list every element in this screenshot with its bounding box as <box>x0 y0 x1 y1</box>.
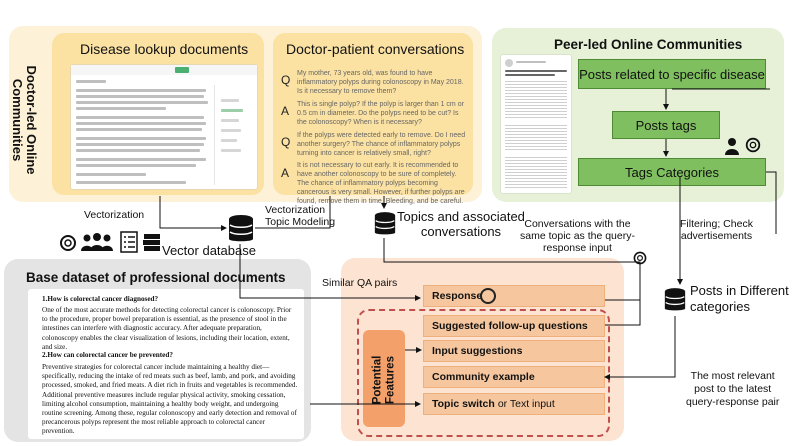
topic-switch-label: Topic switch <box>432 398 495 410</box>
followup-box: Suggested follow-up questions <box>423 315 605 337</box>
features-dashed-outline <box>357 309 610 437</box>
doc-paragraph-1: One of the most accurate methods for det… <box>42 306 292 351</box>
label-vectorization: Vectorization <box>84 209 145 221</box>
topics-database-icon <box>374 212 396 235</box>
qa-marker-q1: Q <box>281 73 291 87</box>
input-suggestions-box: Input suggestions <box>423 340 605 362</box>
base-doc-page: 1.How is colorectal cancer diagnosed? On… <box>28 289 304 439</box>
qa-marker-a1: A <box>281 104 290 118</box>
qa-text-q2: If the polyps were detected early to rem… <box>297 132 466 157</box>
person-icon <box>725 138 739 155</box>
qa-marker-q2: Q <box>281 135 291 149</box>
qa-text-q1: My mother, 73 years old, was found to ha… <box>297 70 464 95</box>
posts-tags-box: Posts tags <box>612 111 720 139</box>
features-label-box <box>363 330 405 427</box>
topic-switch-box: Topic switch or Text input <box>423 393 605 415</box>
response-label: Response <box>432 290 483 302</box>
topic-switch-rest: or Text input <box>497 398 555 410</box>
tags-categories-box: Tags Categories <box>578 158 766 186</box>
posts-database-icon <box>664 288 686 311</box>
label-vectorization-topic: Vectorization Topic Modeling <box>265 204 336 228</box>
openai-icon-left <box>60 235 76 251</box>
checklist-icon <box>120 231 138 253</box>
label-conversations-same: Conversations with the same topic as the… <box>520 218 635 254</box>
qa-text-a2: It is not necessary to cut early. It is … <box>297 162 465 205</box>
qa-marker-a2: A <box>281 166 290 180</box>
doc-search-button <box>175 67 189 73</box>
base-dataset-title: Base dataset of professional documents <box>26 270 286 285</box>
books-icon <box>143 234 160 251</box>
doc-question-1: 1.How is colorectal cancer diagnosed? <box>42 295 159 303</box>
label-filtering: Filtering; Check advertisements <box>680 218 753 242</box>
label-similar-qa: Similar QA pairs <box>322 277 398 289</box>
disease-doc-screenshot <box>70 64 258 190</box>
doc-question-2: 2.How can colorectal cancer be prevented… <box>42 351 173 359</box>
peer-led-title: Peer-led Online Communities <box>554 37 743 52</box>
openai-icon <box>480 288 496 304</box>
conversations-title: Doctor-patient conversations <box>286 41 465 57</box>
people-icon <box>81 233 113 251</box>
vector-database-icon <box>229 215 253 242</box>
label-vector-db: Vector database <box>162 243 256 258</box>
label-most-relevant: The most relevant post to the latest que… <box>686 370 780 408</box>
conversations-panel <box>273 33 473 195</box>
label-posts-categories: Posts in Different categories <box>690 283 789 314</box>
doc-paragraph-2: Preventive strategies for colorectal can… <box>42 363 298 436</box>
community-example-box: Community example <box>423 366 605 388</box>
posts-disease-box: Posts related to specific disease <box>578 59 766 89</box>
doc-header-bar <box>71 65 257 75</box>
response-box: Response <box>423 285 605 307</box>
disease-lookup-title: Disease lookup documents <box>80 41 249 57</box>
qa-text-a1: This is single polyp? If the polyp is la… <box>297 101 464 126</box>
label-topics: Topics and associated conversations <box>397 209 525 239</box>
forum-post-screenshot <box>500 54 572 194</box>
openai-icon-tags <box>745 137 761 153</box>
